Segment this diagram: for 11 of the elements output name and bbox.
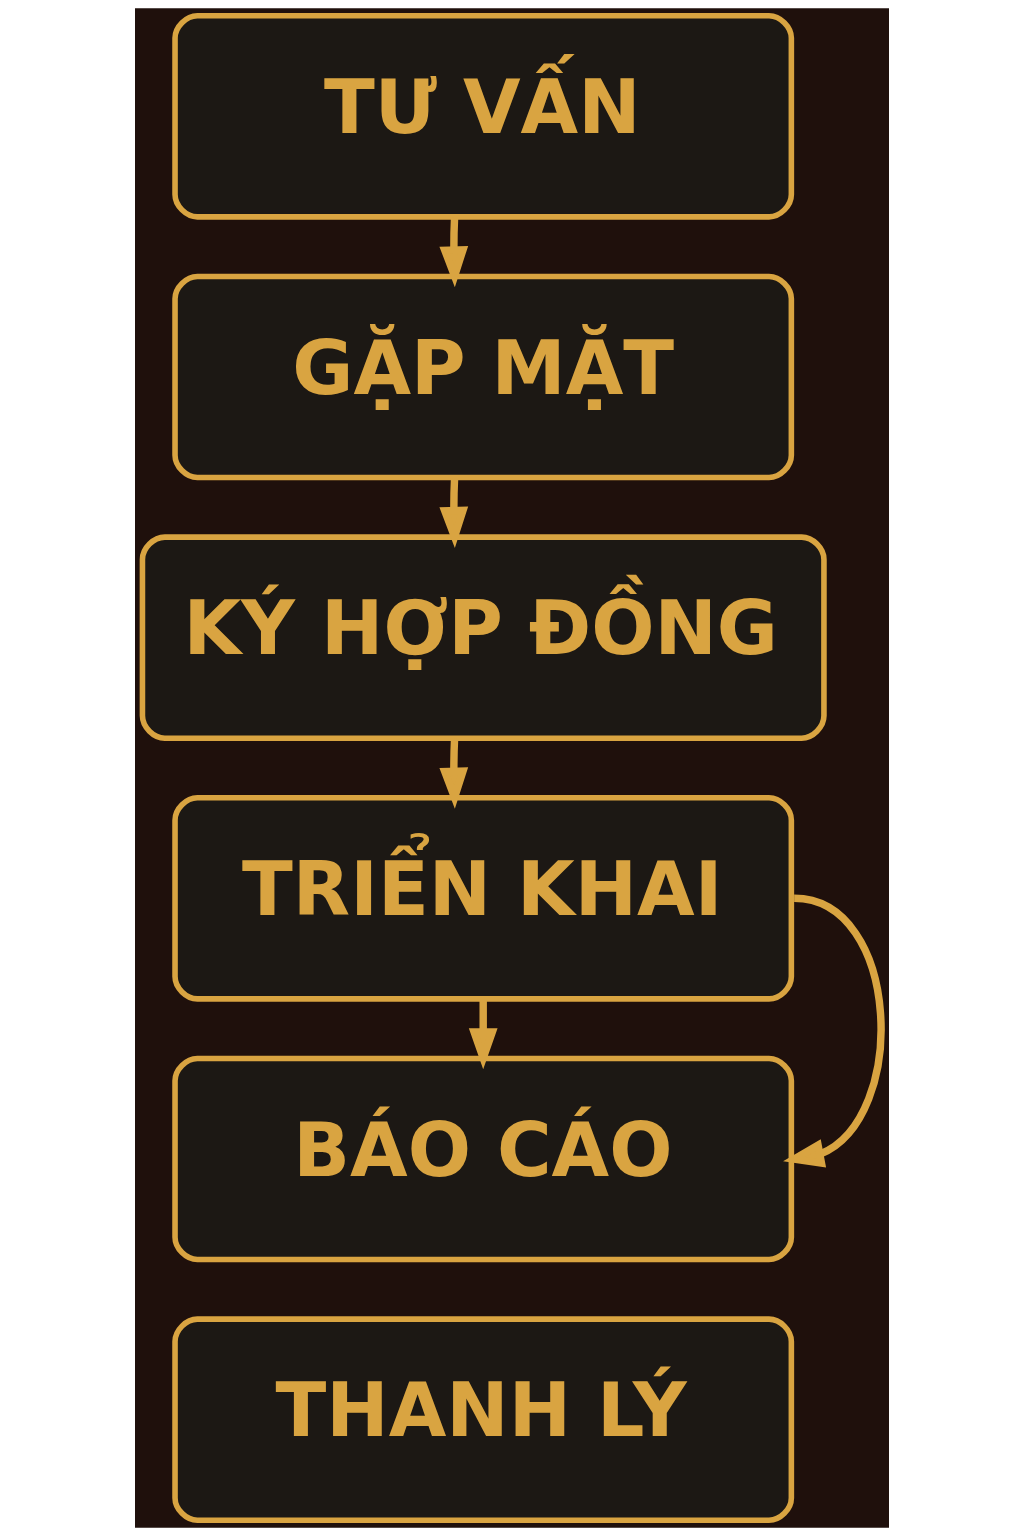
arrow	[439, 738, 469, 809]
arrow	[439, 217, 469, 288]
node-box: TRIỂN KHAI	[172, 795, 795, 1002]
arrow	[468, 999, 498, 1070]
node-box: BÁO CÁO	[172, 1055, 795, 1263]
arrow	[783, 894, 885, 1168]
node-box: KÝ HỢP ĐỒNG	[139, 534, 827, 741]
node-box: THANH LÝ	[172, 1316, 795, 1524]
node-box: GẶP MẶT	[172, 273, 795, 481]
node-box: TƯ VẤN	[172, 12, 795, 220]
arrow	[439, 478, 469, 548]
